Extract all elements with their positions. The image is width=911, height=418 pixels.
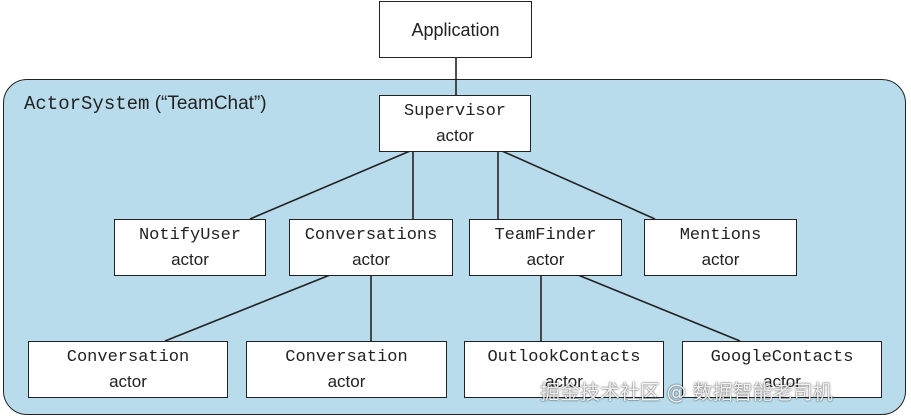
edge-supervisor-notifyuser xyxy=(249,150,411,220)
conversation-2-name: Conversation xyxy=(285,347,408,367)
actor-system-quoted-name: (“TeamChat”) xyxy=(154,93,267,114)
conversation-2-kind: actor xyxy=(327,371,366,391)
conversations-actor-box: Conversations actor xyxy=(289,219,453,276)
outlookcontacts-actor-box: OutlookContacts actor xyxy=(464,341,664,398)
edge-conversations-conversation1 xyxy=(164,274,331,342)
conversations-name: Conversations xyxy=(304,225,438,245)
actor-system-name: ActorSystem xyxy=(24,93,150,115)
googlecontacts-name: GoogleContacts xyxy=(710,347,854,367)
supervisor-actor-box: Supervisor actor xyxy=(379,95,531,152)
notifyuser-actor-box: NotifyUser actor xyxy=(114,219,266,276)
notifyuser-kind: actor xyxy=(171,249,209,269)
actor-system-label: ActorSystem (“TeamChat”) xyxy=(24,93,267,115)
outlookcontacts-kind: actor xyxy=(545,371,583,391)
teamfinder-kind: actor xyxy=(526,249,565,269)
googlecontacts-kind: actor xyxy=(763,371,801,391)
outlookcontacts-name: OutlookContacts xyxy=(487,347,641,367)
teamfinder-actor-box: TeamFinder actor xyxy=(469,219,622,276)
mentions-name: Mentions xyxy=(679,225,762,245)
application-label: Application xyxy=(411,19,500,40)
edge-supervisor-mentions xyxy=(501,150,656,220)
conversation-1-name: Conversation xyxy=(66,347,190,367)
watermark-text: 掘金技术社区 @ 数据智能老司机 xyxy=(540,380,833,404)
conversation-actor-box-1: Conversation actor xyxy=(28,341,228,398)
mentions-actor-box: Mentions actor xyxy=(644,219,797,276)
googlecontacts-actor-box: GoogleContacts actor xyxy=(682,341,882,398)
mentions-kind: actor xyxy=(701,249,740,269)
conversation-actor-box-2: Conversation actor xyxy=(246,341,447,398)
notifyuser-name: NotifyUser xyxy=(138,225,242,245)
conversations-kind: actor xyxy=(352,249,390,269)
application-box: Application xyxy=(379,1,532,58)
teamfinder-name: TeamFinder xyxy=(494,225,597,245)
supervisor-name: Supervisor xyxy=(403,101,507,121)
edge-teamfinder-googlecontacts xyxy=(577,274,741,342)
conversation-1-kind: actor xyxy=(109,371,147,391)
supervisor-kind: actor xyxy=(436,125,474,145)
